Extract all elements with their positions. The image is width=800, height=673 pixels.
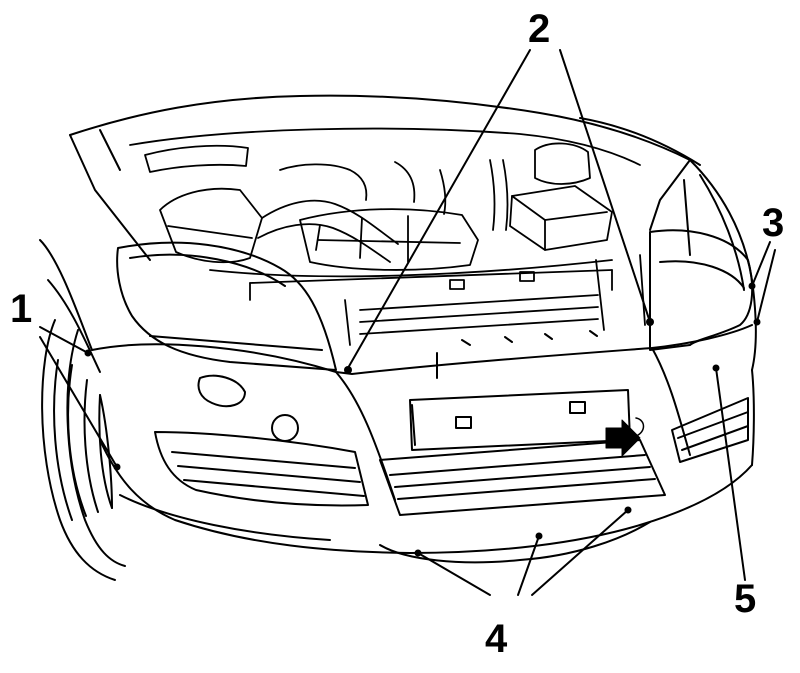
callout-1: 1 — [10, 287, 32, 331]
callout-3: 3 — [762, 201, 784, 245]
callout-5: 5 — [734, 577, 756, 621]
plate-clip-left — [455, 416, 472, 429]
tow-eye-cover — [271, 414, 299, 442]
left-headlamp — [116, 241, 337, 371]
right-wing — [683, 159, 757, 371]
leader-lines — [39, 49, 776, 596]
bumper-arrow — [605, 419, 641, 457]
open-hood — [69, 94, 701, 261]
callout-4: 4 — [485, 617, 508, 661]
plate-clip-right — [569, 401, 586, 414]
engine-bay — [129, 127, 646, 346]
front-bumper — [91, 324, 755, 564]
left-wing-and-wheel — [39, 239, 126, 581]
right-headlamp — [649, 229, 754, 351]
callout-2: 2 — [528, 7, 550, 51]
